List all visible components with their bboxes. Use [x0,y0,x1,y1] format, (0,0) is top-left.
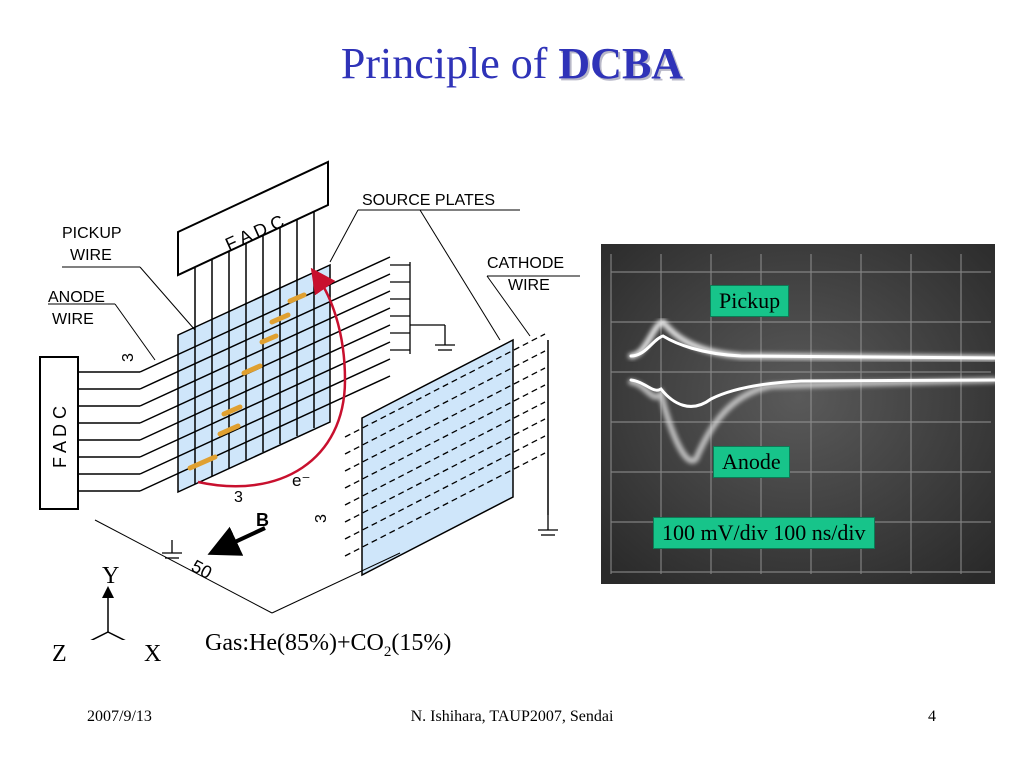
length-dimension [94,519,401,614]
scope-scale-label: 100 mV/div 100 ns/div [653,517,875,549]
length-label: 50 [188,556,215,583]
gas-subscript: 2 [383,643,392,660]
anode-wire-label-1: ANODE [48,289,105,306]
ground-symbols [162,515,558,559]
axis-x-label: X [144,641,162,667]
footer-date: 2007/9/13 [87,708,152,725]
pickup-trace-label: Pickup [710,285,790,317]
anode-wire-label-2: WIRE [52,311,94,328]
anode-pitch-label: 3 [120,353,137,362]
cathode-plane [344,333,549,577]
source-plates-label: SOURCE PLATES [362,192,495,209]
anode-trace-label: Anode [713,446,790,478]
cathode-wire-label-1: CATHODE [487,255,564,272]
electron-label: e⁻ [292,471,310,490]
slide-title: Principle of DCBA [0,38,1024,89]
cathode-wire-label-2: WIRE [508,277,550,294]
pickup-wire-label-2: WIRE [70,247,112,264]
pickup-pitch-label: 3 [234,489,243,506]
pickup-leads [194,212,315,330]
footer-author: N. Ishihara, TAUP2007, Sendai [410,708,614,725]
axis-z-label: Z [52,641,67,667]
coordinate-axes [70,586,146,640]
label-leaders [48,209,580,361]
title-bold: DCBA [558,39,684,88]
scope-traces [628,318,995,464]
cathode-pitch-label: 3 [313,514,330,523]
b-field-arrow: B [207,510,269,556]
anode-leads [78,371,140,492]
pickup-wire-label-1: PICKUP [62,225,122,242]
dcba-detector-diagram: F A D C [39,160,580,640]
gas-prefix: Gas:He(85%)+CO [205,630,384,656]
gas-suffix: (15%) [391,630,452,656]
fadc-left-label: F A D C [50,406,70,468]
electron-drift-arc [197,267,347,488]
b-field-label: B [256,510,269,530]
source-plate-resistors [390,262,455,354]
fadc-top-box: F A D C [177,160,329,277]
anode-pickup-plane [139,256,391,494]
gas-mixture-text: Gas:He(85%)+CO2(15%) [205,630,451,661]
fadc-left-box: F A D C [39,356,79,510]
title-prefix: Principle of [340,39,559,88]
axis-y-label: Y [102,563,120,589]
footer-page-number: 4 [928,708,936,725]
